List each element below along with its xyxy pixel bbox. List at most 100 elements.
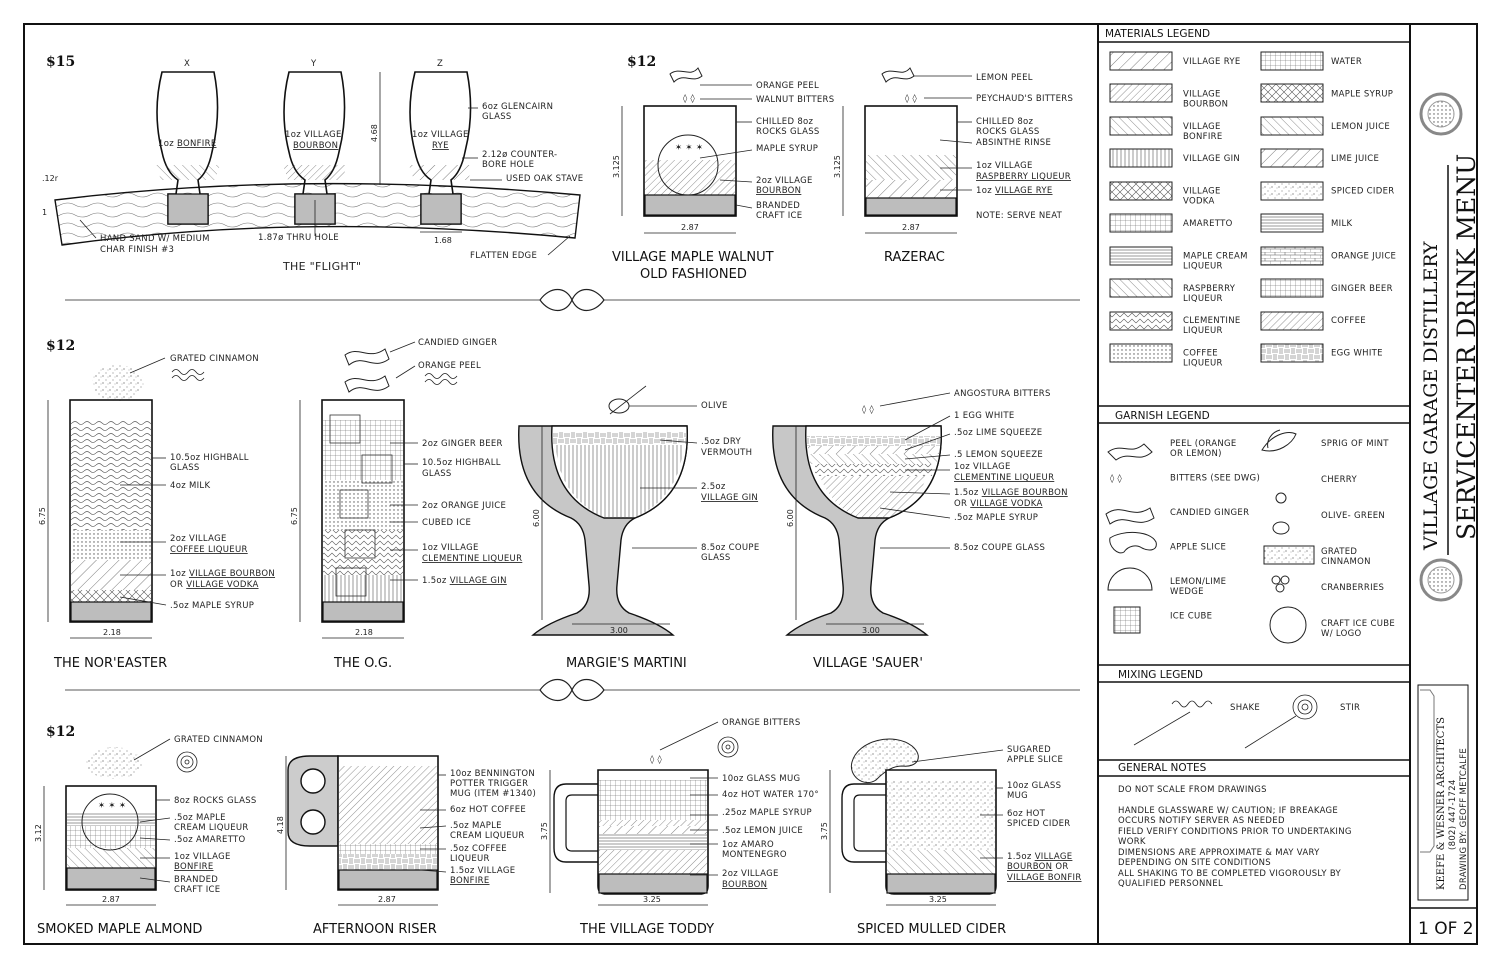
svg-text:8.5oz COUPE: 8.5oz COUPE <box>701 543 760 553</box>
general-note: ALL SHAKING TO BE COMPLETED VIGOROUSLY B… <box>1118 869 1341 879</box>
general-notes-heading: GENERAL NOTES <box>1118 762 1207 774</box>
svg-text:CUBED ICE: CUBED ICE <box>422 518 471 528</box>
olive-icon <box>1272 521 1290 535</box>
svg-text:$12: $12 <box>46 724 75 740</box>
svg-text:10.5oz HIGHBALL: 10.5oz HIGHBALL <box>170 453 249 463</box>
svg-text:BRANDED: BRANDED <box>756 201 800 211</box>
material-label: EGG WHITE <box>1331 349 1383 359</box>
shake-label: SHAKE <box>1230 703 1260 713</box>
svg-text:CLEMENTINE LIQUEUR: CLEMENTINE LIQUEUR <box>422 554 522 564</box>
svg-text:2.18: 2.18 <box>355 628 373 637</box>
svg-text:3.25: 3.25 <box>929 895 947 904</box>
svg-text:1.5oz VILLAGE BOURBON: 1.5oz VILLAGE BOURBON <box>954 488 1068 498</box>
svg-text:2.87: 2.87 <box>681 223 699 232</box>
material-label: VILLAGE <box>1183 187 1221 197</box>
svg-text:2oz GINGER BEER: 2oz GINGER BEER <box>422 439 503 449</box>
svg-text:10.5oz HIGHBALL: 10.5oz HIGHBALL <box>422 458 501 468</box>
svg-text:ROCKS GLASS: ROCKS GLASS <box>976 127 1040 137</box>
svg-text:1oz VILLAGE: 1oz VILLAGE <box>174 852 231 862</box>
svg-text:3.12: 3.12 <box>34 824 43 842</box>
svg-text:1oz BONFIRE: 1oz BONFIRE <box>158 139 217 149</box>
svg-text:MONTENEGRO: MONTENEGRO <box>722 850 787 860</box>
general-note: WORK <box>1118 837 1146 847</box>
material-label: AMARETTO <box>1183 219 1233 229</box>
stir-label: STIR <box>1340 703 1360 713</box>
mixing-legend-heading: MIXING LEGEND <box>1118 669 1203 681</box>
svg-text:1oz VILLAGE BOURBON: 1oz VILLAGE BOURBON <box>170 569 275 579</box>
general-note: DO NOT SCALE FROM DRAWINGS <box>1118 785 1267 795</box>
svg-text:THE VILLAGE TODDY: THE VILLAGE TODDY <box>579 922 714 937</box>
svg-text:1.68: 1.68 <box>434 236 452 245</box>
material-label: MAPLE SYRUP <box>1331 89 1393 99</box>
svg-text:ABSINTHE RINSE: ABSINTHE RINSE <box>976 138 1051 148</box>
svg-text:6.75: 6.75 <box>38 507 47 525</box>
materials-legend-heading: MATERIALS LEGEND <box>1105 28 1210 40</box>
svg-text:10oz GLASS: 10oz GLASS <box>1007 781 1061 791</box>
svg-text:◊ ◊: ◊ ◊ <box>650 755 663 765</box>
shake-icon <box>1171 700 1213 708</box>
material-label: LIME JUICE <box>1331 154 1379 164</box>
svg-text:NOTE: SERVE NEAT: NOTE: SERVE NEAT <box>976 211 1063 221</box>
sheet-number: 1 OF 2 <box>1418 919 1474 939</box>
cranberries-icon <box>1271 575 1290 593</box>
svg-text:AFTERNOON RISER: AFTERNOON RISER <box>313 922 437 937</box>
mint-icon <box>1261 429 1297 452</box>
svg-text:2oz ORANGE JUICE: 2oz ORANGE JUICE <box>422 501 506 511</box>
material-label: LIQUEUR <box>1183 261 1223 271</box>
material-label: GINGER BEER <box>1331 284 1393 294</box>
svg-text:LEMON PEEL: LEMON PEEL <box>976 73 1033 83</box>
general-note: FIELD VERIFY CONDITIONS PRIOR TO UNDERTA… <box>1118 827 1352 837</box>
svg-text:OR VILLAGE VODKA: OR VILLAGE VODKA <box>954 499 1043 509</box>
drawn-by: DRAWING BY: GEOFF METCALFE <box>1459 748 1469 890</box>
svg-text:8oz ROCKS GLASS: 8oz ROCKS GLASS <box>174 796 257 806</box>
svg-text:1oz VILLAGE: 1oz VILLAGE <box>285 130 342 140</box>
material-swatches <box>1109 51 1324 363</box>
material-label: BOURBON <box>1183 99 1228 109</box>
glencairn-y <box>283 71 347 225</box>
svg-text:.5oz COFFEE: .5oz COFFEE <box>450 844 507 854</box>
svg-text:✶ ✶ ✶: ✶ ✶ ✶ <box>98 801 126 811</box>
svg-text:1oz VILLAGE: 1oz VILLAGE <box>422 543 479 553</box>
svg-text:.5oz MAPLE SYRUP: .5oz MAPLE SYRUP <box>954 513 1038 523</box>
garnish-label: CANDIED GINGER <box>1170 508 1249 518</box>
general-note: QUALIFIED PERSONNEL <box>1118 879 1223 889</box>
garnish-label: CINNAMON <box>1321 557 1371 567</box>
svg-text:1.5oz VILLAGE: 1.5oz VILLAGE <box>450 866 515 876</box>
svg-text:◊ ◊: ◊ ◊ <box>862 405 875 415</box>
svg-text:CHAR FINISH #3: CHAR FINISH #3 <box>100 245 174 255</box>
svg-text:.25oz MAPLE SYRUP: .25oz MAPLE SYRUP <box>722 808 812 818</box>
garnish-label: BITTERS (SEE DWG) <box>1170 474 1260 484</box>
material-label: VILLAGE RYE <box>1183 57 1241 67</box>
stir-icon <box>1292 694 1318 720</box>
svg-text:OR VILLAGE VODKA: OR VILLAGE VODKA <box>170 580 259 590</box>
flight-drawing: $15 X Y Z 1oz BONFIRE 1oz VILLAGE BOURBO… <box>42 54 583 273</box>
material-label: COFFEE <box>1183 349 1218 359</box>
general-notes: GENERAL NOTES DO NOT SCALE FROM DRAWINGS… <box>1098 759 1410 889</box>
svg-text:SMOKED MAPLE ALMOND: SMOKED MAPLE ALMOND <box>37 922 202 937</box>
svg-text:2oz VILLAGE: 2oz VILLAGE <box>756 176 813 186</box>
svg-text:.5oz LEMON JUICE: .5oz LEMON JUICE <box>722 826 803 836</box>
svg-text:10oz BENNINGTON: 10oz BENNINGTON <box>450 769 535 779</box>
lemon-wedge-icon <box>1107 567 1153 591</box>
svg-text:.5oz MAPLE SYRUP: .5oz MAPLE SYRUP <box>170 601 254 611</box>
noreaster-drawing: $12 6.75 2.18 GRATED CINNAMON 10.5oz HIG… <box>38 338 275 671</box>
svg-text:1oz AMARO: 1oz AMARO <box>722 840 774 850</box>
svg-text:BRANDED: BRANDED <box>174 875 218 885</box>
svg-text:ROCKS GLASS: ROCKS GLASS <box>756 127 820 137</box>
garnish-label: ICE CUBE <box>1170 612 1212 622</box>
svg-text:4.68: 4.68 <box>370 124 379 142</box>
svg-text:6oz HOT: 6oz HOT <box>1007 809 1046 819</box>
svg-text:OLD FASHIONED: OLD FASHIONED <box>640 267 747 282</box>
svg-text:GRATED CINNAMON: GRATED CINNAMON <box>170 354 259 364</box>
material-label: VILLAGE <box>1183 122 1221 132</box>
svg-text:2.87: 2.87 <box>378 895 396 904</box>
grated-cinnamon-icon <box>1263 545 1315 565</box>
architect-name: KEEFE & WESNER ARCHITECTS <box>1436 717 1447 890</box>
apple-slice-icon <box>1109 532 1157 554</box>
materials-legend: MATERIALS LEGEND VILLAGE RYE VILLAGE BOURB… <box>1098 28 1410 369</box>
svg-text:VILLAGE BONFIR: VILLAGE BONFIR <box>1007 873 1082 883</box>
svg-text:THE NOR'EASTER: THE NOR'EASTER <box>53 656 167 671</box>
svg-text:LIQUEUR: LIQUEUR <box>450 854 490 864</box>
svg-text:ORANGE BITTERS: ORANGE BITTERS <box>722 718 801 728</box>
